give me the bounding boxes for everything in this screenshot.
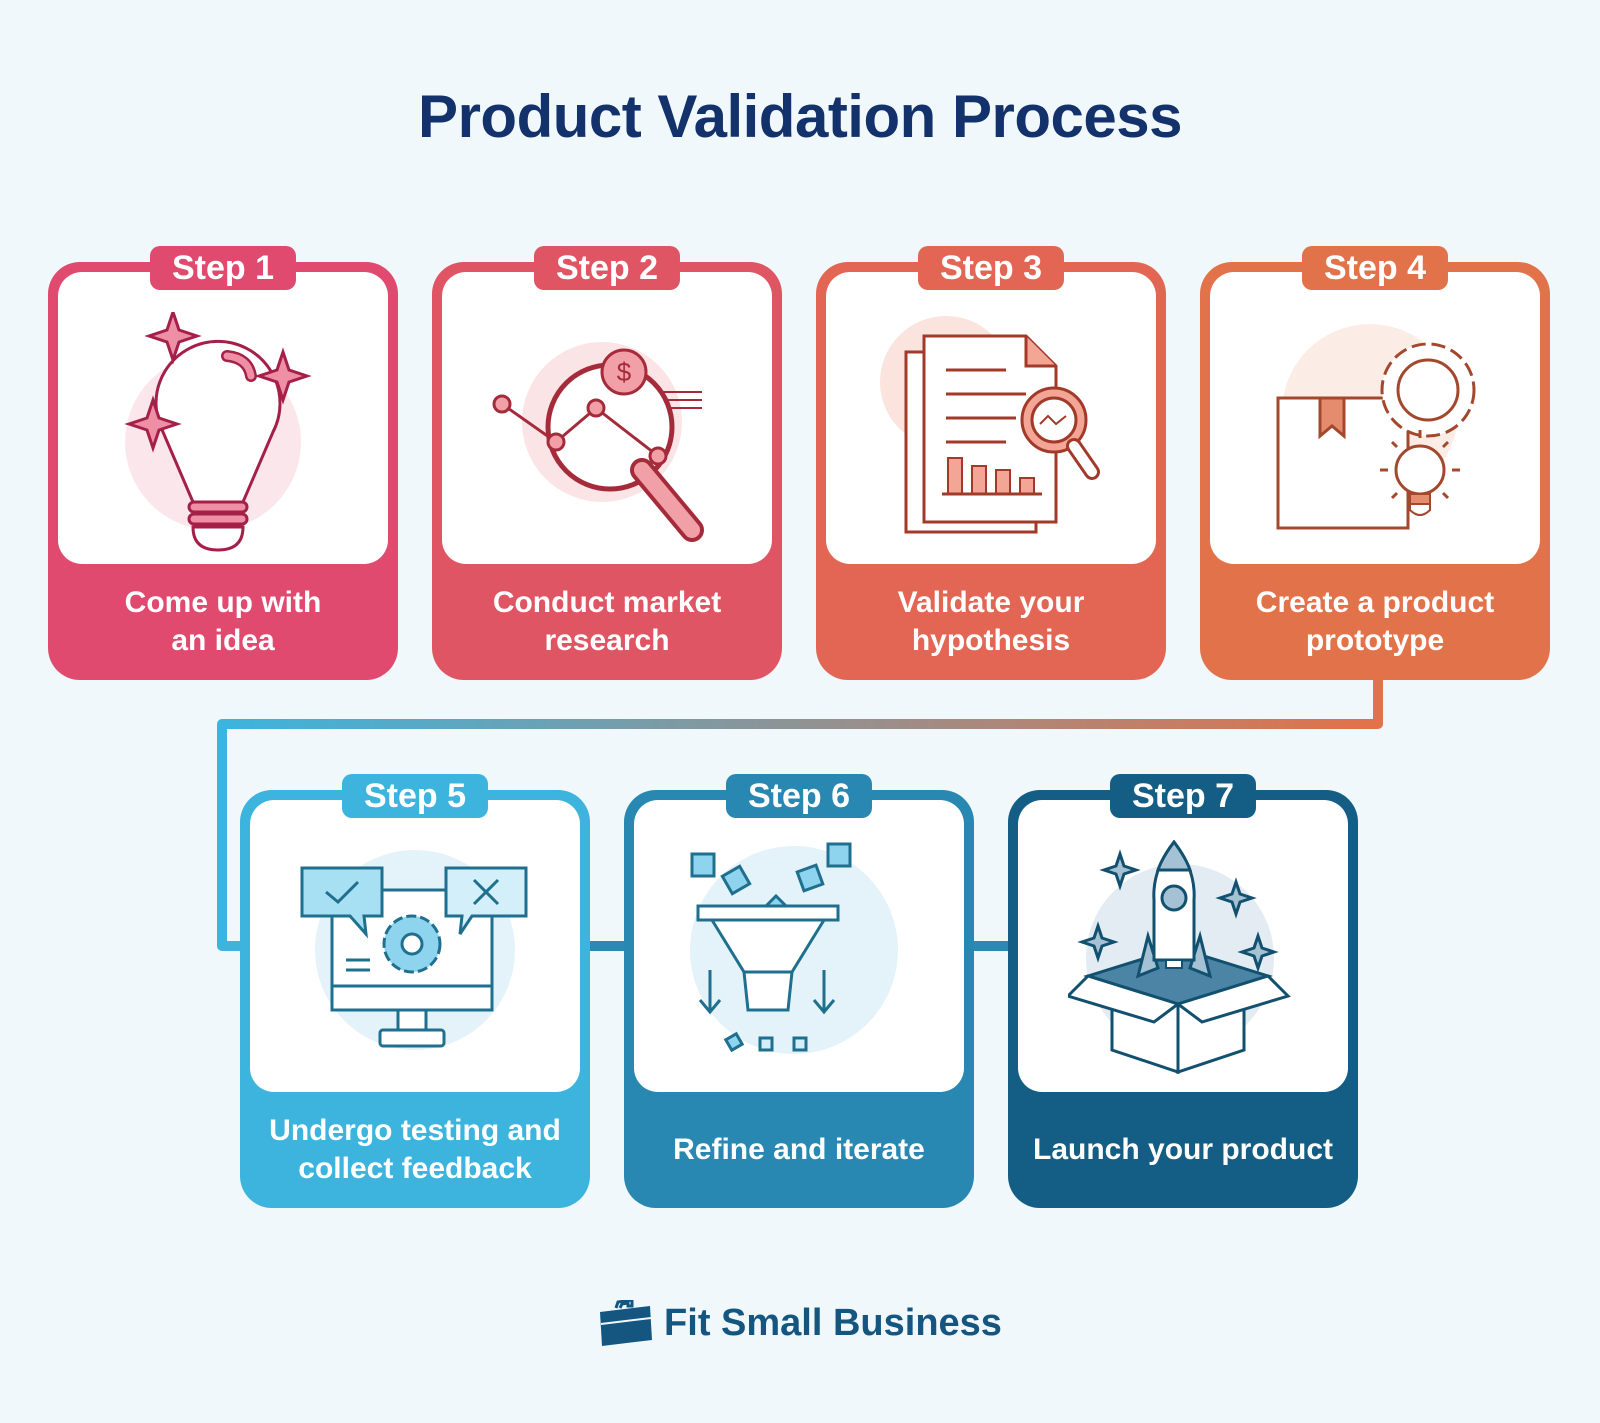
svg-text:$: $	[617, 357, 632, 387]
footer-logo: Fit Small Business	[0, 1300, 1600, 1346]
briefcase-icon	[600, 1300, 653, 1346]
step-badge: Step 5	[341, 774, 489, 818]
prototype-box-gear-icon	[1276, 324, 1476, 530]
step-illustration-panel	[826, 272, 1156, 564]
step-badge: Step 4	[1301, 246, 1449, 290]
lightbulb-icon	[124, 312, 312, 552]
step-label: Refine and iterate	[673, 1133, 925, 1166]
step-label: Launch your product	[1033, 1133, 1333, 1166]
step-illustration-panel	[58, 272, 388, 564]
step-illustration-panel	[1018, 800, 1348, 1092]
document-analysis-icon	[880, 316, 1100, 534]
step-illustration-panel	[634, 800, 964, 1092]
rocket-box-icon	[1068, 840, 1291, 1075]
step-illustration-panel	[1210, 272, 1540, 564]
step-illustration-panel: $	[442, 272, 772, 564]
step-card-7: Step 7 Launch your product	[1008, 774, 1358, 1208]
step-badge: Step 6	[725, 774, 873, 818]
step-badge: Step 1	[149, 246, 297, 290]
step-illustration-panel	[250, 800, 580, 1092]
page-title: Product Validation Process	[418, 83, 1182, 150]
step-card-6: Step 6 Refine and iterate	[624, 774, 974, 1208]
step-badge: Step 3	[917, 246, 1065, 290]
funnel-icon	[690, 842, 898, 1054]
market-research-magnifier-icon: $	[492, 342, 704, 542]
step-badge: Step 7	[1109, 774, 1257, 818]
brand-name: Fit Small Business	[664, 1301, 1002, 1344]
step-badge: Step 2	[533, 246, 681, 290]
monitor-feedback-icon	[300, 850, 528, 1050]
